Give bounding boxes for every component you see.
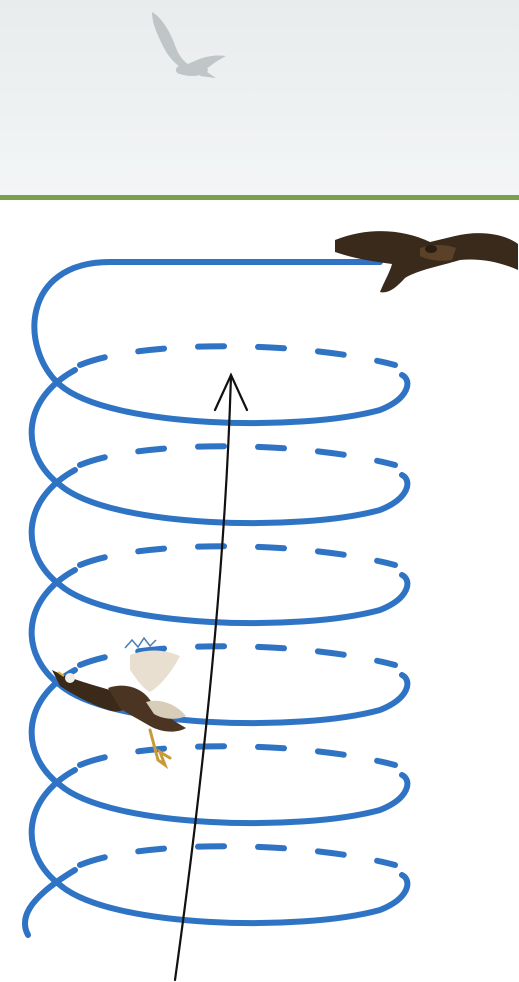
soaring-bird-icon [140,8,240,88]
thermal-spiral-diagram [0,200,519,982]
sky-photo [0,0,519,195]
eagle-banking-left [52,638,186,765]
rising-air-arrow [175,375,247,980]
